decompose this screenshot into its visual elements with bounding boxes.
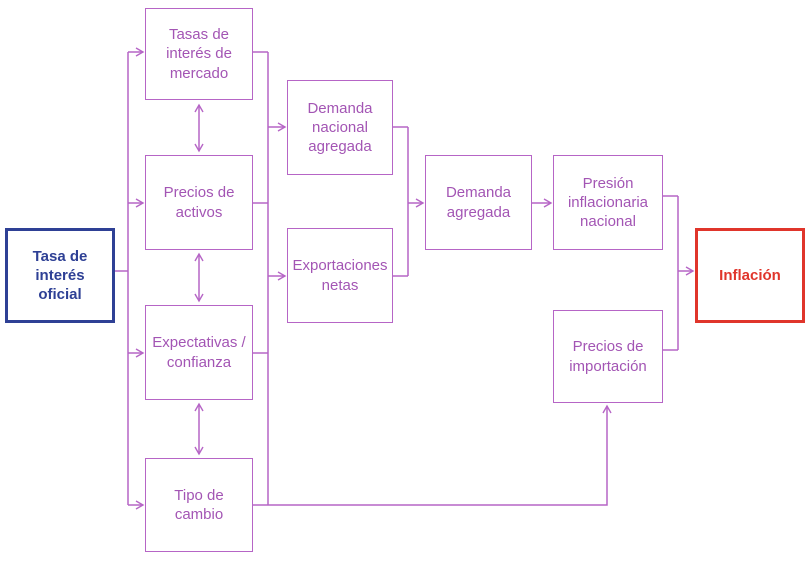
node-market-rates: Tasas de interés de mercado [145, 8, 253, 100]
edge-pressure-import-merge-to-inflation [663, 195, 695, 351]
node-exchange-rate: Tipo de cambio [145, 458, 253, 552]
node-domestic-inflationary-pressure: Presión inflacionaria nacional [553, 155, 663, 250]
node-import-prices: Precios de importación [553, 310, 663, 403]
node-domestic-aggregate-demand: Demanda nacional agregada [287, 80, 393, 175]
edge-demand-merge-to-aggregate-demand [393, 126, 425, 277]
edge-exchange-rate-to-import-prices [268, 404, 612, 506]
edge-official-rate-to-channels [115, 47, 145, 510]
edge-channels-collector [253, 51, 269, 506]
node-official-rate: Tasa de interés oficial [5, 228, 115, 323]
node-inflation: Inflación [695, 228, 805, 323]
node-asset-prices: Precios de activos [145, 155, 253, 250]
node-net-exports: Exportaciones netas [287, 228, 393, 323]
node-aggregate-demand: Demanda agregada [425, 155, 532, 250]
node-expectations-confidence: Expectativas / confianza [145, 305, 253, 400]
